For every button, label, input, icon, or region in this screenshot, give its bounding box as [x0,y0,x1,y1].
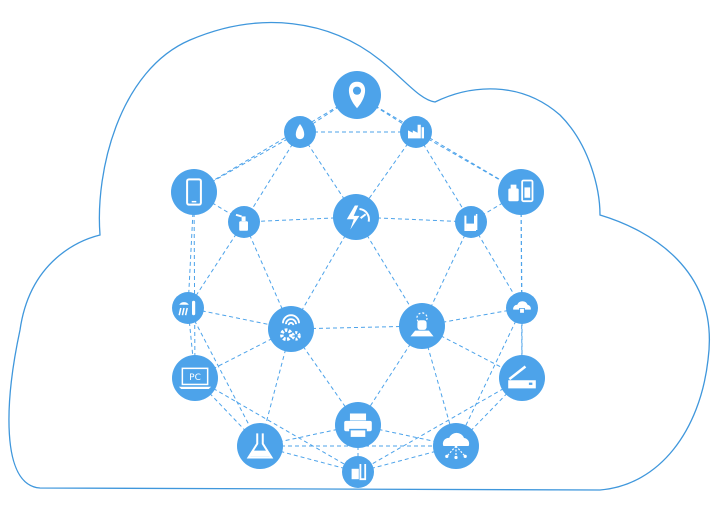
node-water [284,116,316,148]
node-hand-light [399,303,445,349]
node-power [333,194,379,240]
node-wifi-gears [268,306,314,352]
link-laptop-beaker [194,377,359,473]
node-layer: PC [171,71,545,488]
node-chem-lab [455,206,487,238]
cloud-outline [8,21,710,491]
link-location-phone [193,94,358,193]
water-drop-icon [295,124,305,140]
node-cloud-network [433,423,479,469]
shower-icon [178,300,196,316]
link-phone-laptop [193,191,196,379]
node-laptop: PC [172,355,218,401]
node-flask-circle [237,423,283,469]
factory-icon [408,124,424,139]
flask-icon [246,433,274,459]
link-factory-chem-lab [415,131,472,223]
scanner-icon [508,365,536,389]
node-chem-lab-circle [455,206,487,238]
cloud-network-icon [442,432,470,460]
node-laptop-label: PC [189,373,201,383]
node-laptop-circle [172,355,218,401]
laptop-icon [178,367,212,390]
node-lab-devices [498,169,544,215]
cloud-lock-icon [513,301,531,314]
spray-bottle-icon [235,213,248,231]
node-cloud-lock [506,292,538,324]
node-scanner [499,355,545,401]
chemistry-lab-icon [464,214,478,231]
node-shower-circle [172,292,204,324]
node-phone-circle [171,169,217,215]
link-water-spray [243,131,301,223]
hand-light-icon [410,312,434,337]
link-shower-flask [187,307,261,447]
node-shower [172,292,204,324]
node-location [333,71,381,119]
smartphone-icon [186,178,202,206]
link-power-chem-lab [355,216,472,223]
node-spray [228,206,260,238]
beaker-icon [351,464,367,481]
location-pin-icon [348,81,366,109]
node-flask [237,423,283,469]
node-lab-devices-circle [498,169,544,215]
link-phone-shower [187,191,195,309]
link-chem-lab-cloud-lock [470,221,523,309]
link-chem-lab-hand-light [421,221,472,327]
node-wifi-gears-circle [268,306,314,352]
node-phone [171,169,217,215]
link-wifi-gears-printer [290,328,359,426]
link-scanner-beaker [357,377,523,473]
link-spray-shower [187,221,245,309]
lab-devices-icon [508,179,534,203]
printer-icon [344,413,372,439]
link-cloud-lock-cloud-network [455,307,523,447]
node-factory [400,116,432,148]
node-printer [335,402,381,448]
link-power-spray [243,216,357,223]
link-location-lab-devices [356,94,522,193]
node-scanner-circle [499,355,545,401]
power-meter-icon [346,205,370,230]
link-spray-wifi-gears [243,221,292,330]
node-beaker [342,456,374,488]
